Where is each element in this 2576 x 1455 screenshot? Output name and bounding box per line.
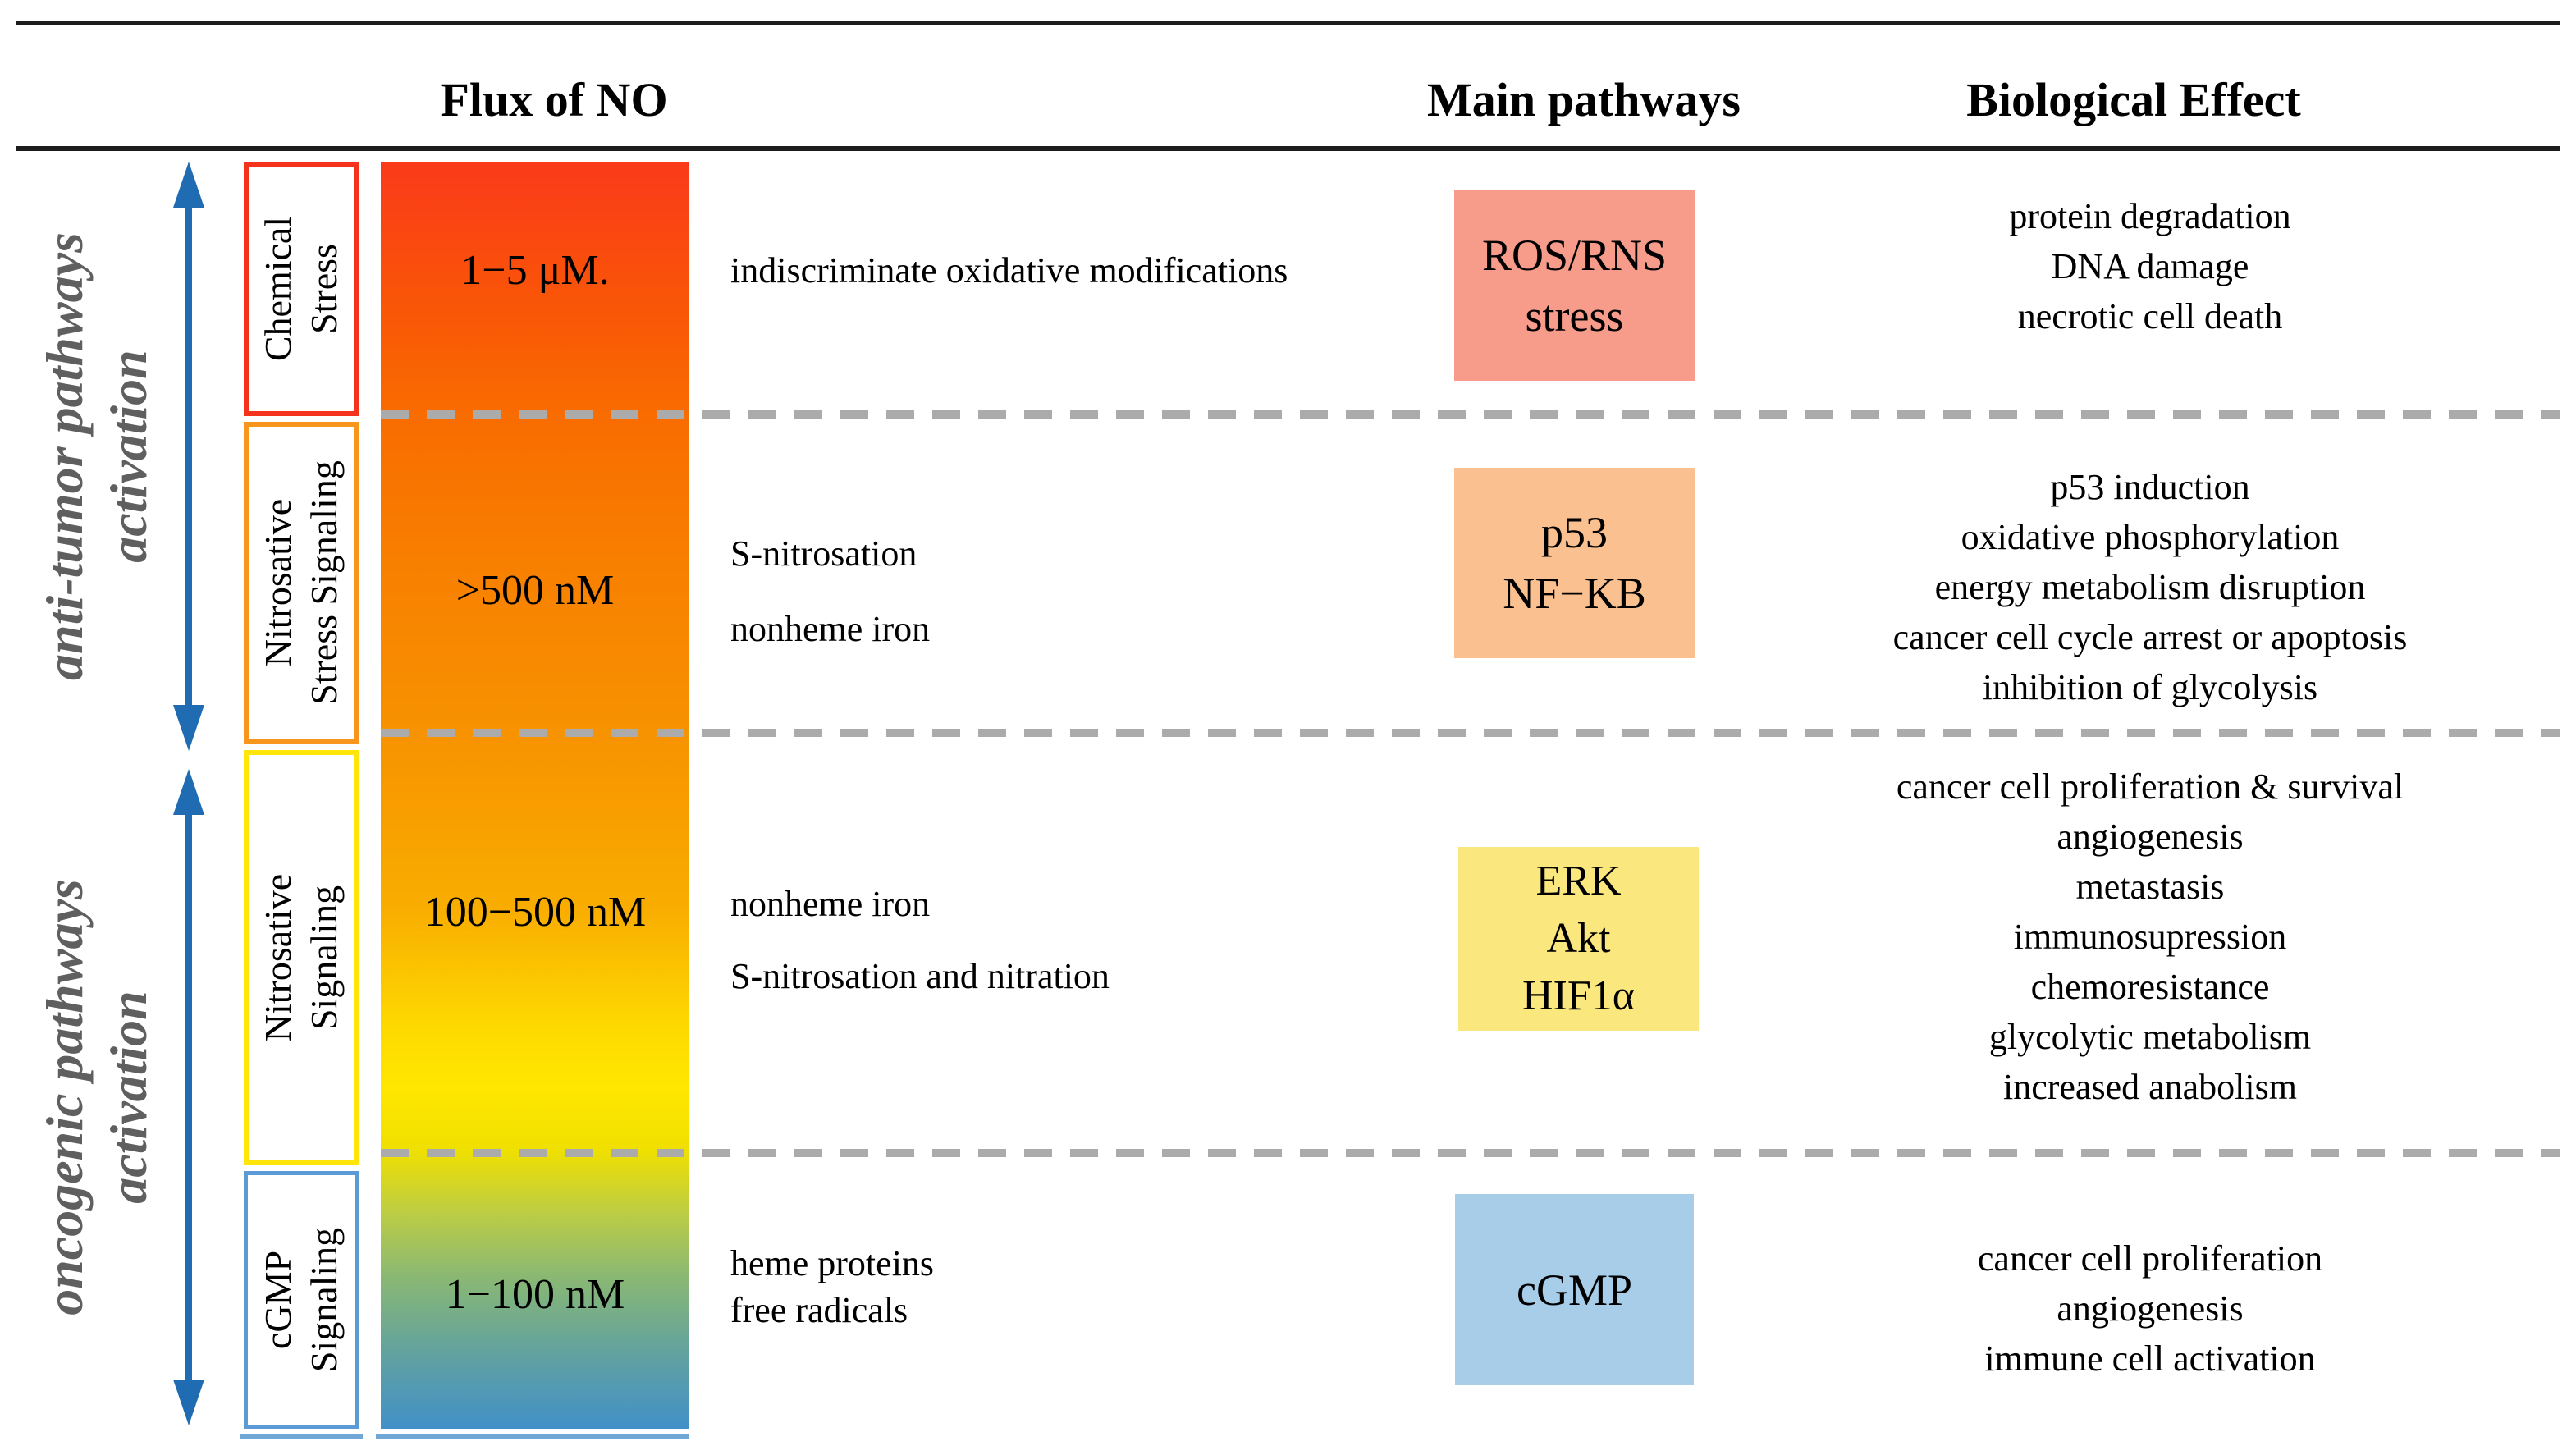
pathway-box-ros-rns: ROS/RNS stress	[1454, 190, 1695, 381]
concentration-label: 1−100 nM	[445, 1271, 625, 1318]
annotation-anti-tumor-text: anti-tumor pathways activation	[34, 232, 158, 680]
effects-list-chemical-stress: protein degradation DNA damage necrotic …	[2009, 196, 2291, 336]
dashed-separator	[381, 729, 2560, 737]
category-label: Nitrosative Signaling	[257, 873, 345, 1042]
category-label: Chemical Stress	[257, 216, 345, 362]
category-box-nitrosative-stress-signaling: Nitrosative Stress Signaling	[244, 422, 359, 744]
concentration-label: 100−500 nM	[423, 889, 647, 936]
category-box-nitrosative-signaling: Nitrosative Signaling	[244, 750, 359, 1165]
concentration-label: 1−5 μM.	[460, 247, 610, 294]
annotation-anti-tumor: anti-tumor pathways activation	[21, 162, 172, 751]
bottom-edge-line	[240, 1434, 363, 1439]
mechanism-text: nonheme iron	[730, 609, 931, 649]
category-box-chemical-stress: Chemical Stress	[244, 162, 359, 416]
mechanism-text: heme proteins	[730, 1243, 935, 1283]
column-title-biological-effect: Biological Effect	[1966, 73, 2301, 126]
category-box-cgmp-signaling: cGMP Signaling	[244, 1171, 359, 1429]
top-rule	[16, 21, 2560, 25]
pathway-box-p53-nfkb: p53 NF−KB	[1454, 468, 1695, 658]
effects-list-cgmp: cancer cell proliferation angiogenesis i…	[1977, 1238, 2323, 1379]
double-arrow-icon	[173, 162, 204, 751]
pathway-box-cgmp: cGMP	[1455, 1194, 1694, 1385]
column-title-flux: Flux of NO	[440, 73, 668, 126]
dashed-separator	[381, 1149, 2560, 1157]
column-title-main-pathways: Main pathways	[1427, 73, 1741, 126]
mechanism-text: free radicals	[730, 1290, 908, 1330]
concentration-label: >500 nM	[455, 567, 615, 614]
header-rule	[16, 146, 2560, 151]
mechanism-text: indiscriminate oxidative modifications	[730, 250, 1288, 291]
category-label: Nitrosative Stress Signaling	[257, 460, 345, 705]
mechanism-text: nonheme iron	[730, 884, 931, 924]
no-flux-gradient-bar	[381, 162, 689, 1429]
mechanism-text: S-nitrosation	[730, 533, 917, 574]
mechanism-text: S-nitrosation and nitration	[730, 956, 1110, 996]
double-arrow-icon	[173, 769, 204, 1425]
effects-list-nitrosative-stress: p53 induction oxidative phosphorylation …	[1892, 467, 2408, 707]
annotation-oncogenic: oncogenic pathways activation	[21, 767, 172, 1426]
annotation-oncogenic-text: oncogenic pathways activation	[34, 878, 158, 1315]
dashed-separator	[381, 410, 2560, 419]
bottom-edge-line	[376, 1434, 689, 1439]
effects-list-nitrosative-signaling: cancer cell proliferation & survival ang…	[1896, 766, 2404, 1107]
pathway-box-erk-akt-hif1a: ERK Akt HIF1α	[1458, 847, 1699, 1031]
category-label: cGMP Signaling	[257, 1227, 345, 1373]
